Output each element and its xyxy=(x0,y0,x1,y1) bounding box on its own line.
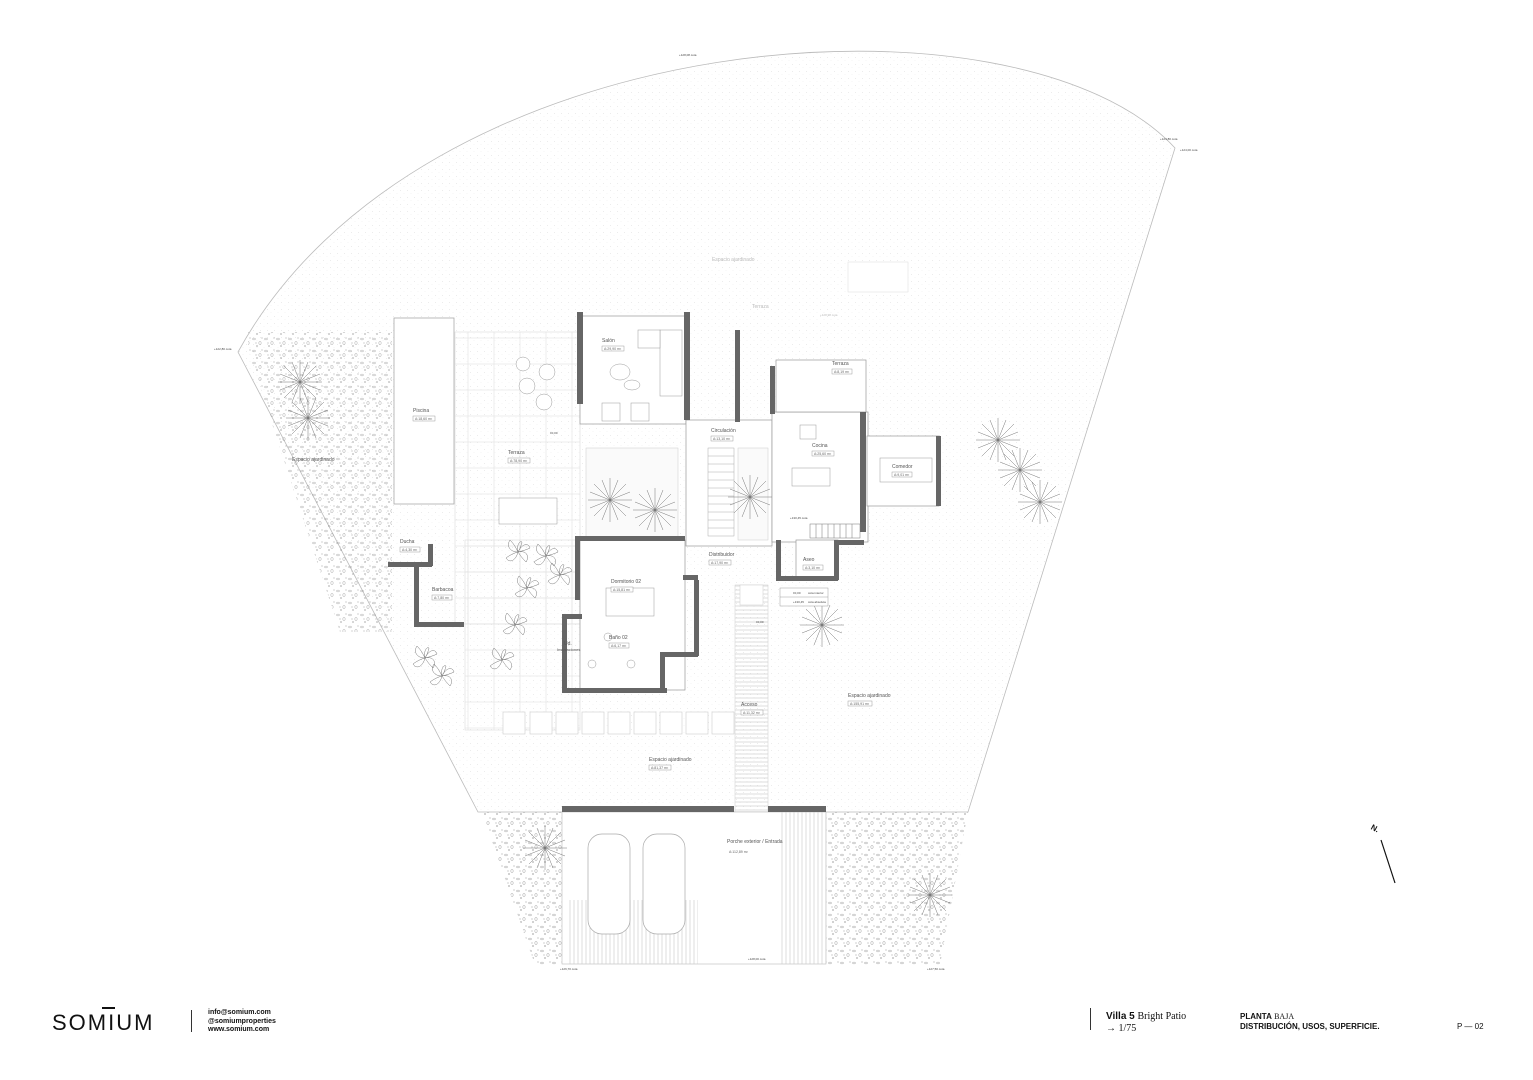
svg-text:+127,50 cota: +127,50 cota xyxy=(927,967,945,971)
svg-text:+128,00 cota: +128,00 cota xyxy=(748,957,766,961)
svg-text:±0,00: ±0,00 xyxy=(793,591,801,595)
svg-text:A:13,10 m²: A:13,10 m² xyxy=(713,437,731,441)
project-title: Villa 5 Bright Patio → 1/75 xyxy=(1106,1011,1186,1034)
label-distribuidor: Distribuidor xyxy=(709,552,735,558)
label-inst: Ud. xyxy=(564,641,572,647)
label-espacio-top: Espacio ajardinado xyxy=(712,257,755,263)
gravel-sw xyxy=(482,812,562,965)
svg-text:+122,80 cota: +122,80 cota xyxy=(214,347,232,351)
svg-text:+130,45 cota: +130,45 cota xyxy=(790,516,808,520)
divider xyxy=(1090,1008,1091,1030)
arrow-right-icon: → xyxy=(1106,1023,1116,1034)
label-bano: Baño 02 xyxy=(609,635,628,641)
svg-text:±0,00: ±0,00 xyxy=(550,431,558,435)
svg-text:A:17,90 m²: A:17,90 m² xyxy=(711,561,729,565)
label-salon: Salón xyxy=(602,338,615,344)
courtyard-1 xyxy=(585,447,679,539)
label-inst2: Instalaciones xyxy=(557,647,580,652)
svg-text:cota absoluta: cota absoluta xyxy=(808,600,826,604)
svg-text:A:9,01 m²: A:9,01 m² xyxy=(894,473,910,477)
label-terraza: Terraza xyxy=(508,450,525,456)
sheet-title-light: BAJA xyxy=(1274,1012,1295,1021)
svg-text:A:7,80 m²: A:7,80 m² xyxy=(434,596,450,600)
svg-text:A:8,19 m²: A:8,19 m² xyxy=(834,370,850,374)
svg-text:+128,08 cota: +128,08 cota xyxy=(679,53,697,57)
gravel-west xyxy=(248,332,392,632)
svg-text:A:15,81 m²: A:15,81 m² xyxy=(613,588,631,592)
label-espacio-w: Espacio ajardinado xyxy=(292,457,335,463)
contact-social[interactable]: @somiumproperties xyxy=(208,1017,276,1025)
label-piscina: Piscina xyxy=(413,408,429,414)
villa-name: Bright Patio xyxy=(1137,1011,1187,1022)
label-acceso: Acceso xyxy=(741,702,758,708)
svg-text:A:112,89 m²: A:112,89 m² xyxy=(729,850,749,854)
svg-text:+126,70 cota: +126,70 cota xyxy=(560,967,578,971)
svg-text:±0,00: ±0,00 xyxy=(756,620,764,624)
label-porche: Porche exterior / Entrada xyxy=(727,839,783,845)
somium-logo: SOMIUM xyxy=(52,1007,155,1036)
scale-value: 1/75 xyxy=(1118,1023,1137,1034)
label-circulacion: Circulación xyxy=(711,428,736,434)
svg-text:+124,00 cota: +124,00 cota xyxy=(1180,148,1198,152)
svg-text:A:78,90 m²: A:78,90 m² xyxy=(510,459,528,463)
north-arrow-line xyxy=(1380,839,1396,884)
label-aseo: Aseo xyxy=(803,557,815,563)
entry-path xyxy=(734,584,769,814)
svg-text:+128,98 cota: +128,98 cota xyxy=(820,313,838,317)
furniture xyxy=(498,261,933,669)
divider xyxy=(191,1010,192,1032)
svg-text:A:11,32 m²: A:11,32 m² xyxy=(743,711,761,715)
stairs xyxy=(707,447,735,537)
svg-text:A:18,60 m²: A:18,60 m² xyxy=(415,417,433,421)
svg-text:cota interior: cota interior xyxy=(808,591,824,595)
car-2 xyxy=(642,833,686,935)
paver-row xyxy=(502,711,735,735)
svg-text:+130,45: +130,45 xyxy=(793,600,804,604)
contact-web[interactable]: www.somium.com xyxy=(208,1026,270,1033)
kitchen-steps xyxy=(809,523,861,539)
svg-text:A:81,37 m²: A:81,37 m² xyxy=(651,766,669,770)
room-labels: Salón Circulación Terraza Cocina Comedor… xyxy=(292,257,913,845)
gravel-se xyxy=(826,812,968,965)
svg-text:A:155,91 m²: A:155,91 m² xyxy=(850,702,870,706)
svg-text:A:6,17 m²: A:6,17 m² xyxy=(611,644,627,648)
label-cocina: Cocina xyxy=(812,443,828,449)
level-legend: ±0,00 cota interior +130,45 cota absolut… xyxy=(779,587,829,607)
walls xyxy=(388,312,941,812)
villa-number: Villa 5 xyxy=(1106,1011,1135,1022)
sheet-subtitle: DISTRIBUCIÓN, USOS, SUPERFICIE. xyxy=(1240,1022,1380,1031)
svg-text:+124,80 cota: +124,80 cota xyxy=(1160,137,1178,141)
sheet-title: PLANTA BAJA DISTRIBUCIÓN, USOS, SUPERFIC… xyxy=(1240,1012,1380,1032)
car-1 xyxy=(587,833,631,935)
page-number: P — 02 xyxy=(1457,1022,1484,1031)
svg-text:A:4,30 m²: A:4,30 m² xyxy=(402,548,418,552)
svg-text:A:25,60 m²: A:25,60 m² xyxy=(814,452,832,456)
sheet-title-bold: PLANTA xyxy=(1240,1012,1272,1021)
label-ducha: Ducha xyxy=(400,539,415,545)
contact-block: info@somium.com @somiumproperties www.so… xyxy=(208,1009,276,1035)
label-comedor: Comedor xyxy=(892,464,913,470)
pool xyxy=(393,317,455,505)
label-dormitorio: Dormitorio 02 xyxy=(611,579,641,585)
label-barbacoa: Barbacoa xyxy=(432,587,454,593)
label-terraza-n: Terraza xyxy=(832,361,849,367)
logo-bar xyxy=(102,1007,115,1009)
contact-email[interactable]: info@somium.com xyxy=(208,1009,271,1016)
scale: → 1/75 xyxy=(1106,1023,1186,1034)
level-markers: +128,08 cota +124,80 cota +124,00 cota +… xyxy=(214,53,1198,971)
label-espacio-e: Espacio ajardinado xyxy=(848,693,891,699)
svg-text:A:29,90 m²: A:29,90 m² xyxy=(604,347,622,351)
svg-text:A:3,10 m²: A:3,10 m² xyxy=(805,566,821,570)
label-espacio-s: Espacio ajardinado xyxy=(649,757,692,763)
label-terraza-top: Terraza xyxy=(752,304,769,310)
logo-text: SOMIUM xyxy=(52,1010,155,1035)
